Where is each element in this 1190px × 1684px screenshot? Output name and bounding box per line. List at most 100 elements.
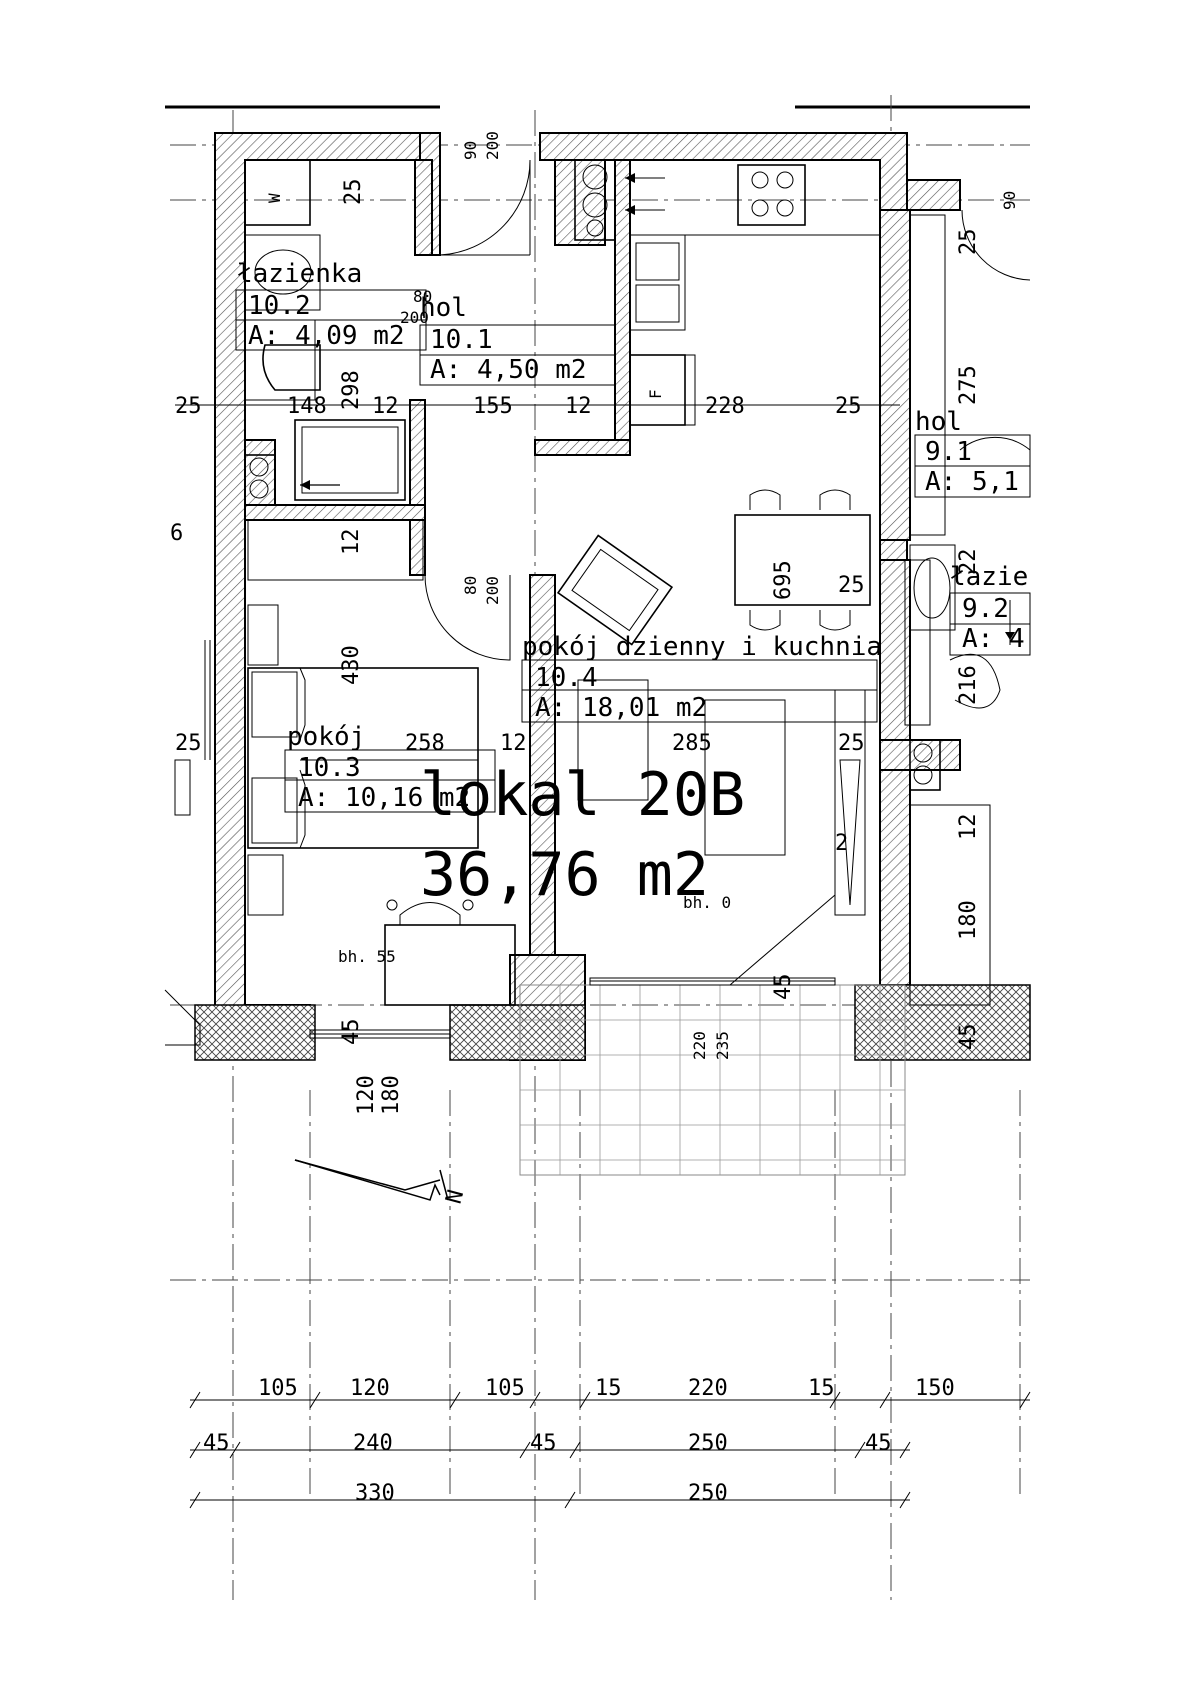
dim-v-right-6: 45	[956, 1024, 981, 1051]
room-10-4-name: pokój dzienny i kuchnia	[522, 632, 882, 662]
kitchen-sink	[629, 234, 686, 331]
dim-b3-1: 250	[688, 1481, 728, 1506]
dim-v-left-5: 120	[354, 1075, 379, 1115]
sill-height-bedroom: bh. 55	[338, 947, 396, 966]
dim-h-3: 155	[473, 394, 513, 419]
dim-b2-2: 45	[530, 1431, 557, 1456]
washing-machine-label: W	[265, 193, 284, 203]
dim-v-mid-3: 235	[713, 1031, 732, 1060]
dim-h-4: 12	[565, 394, 592, 419]
north-label: N	[442, 1187, 470, 1206]
dim-misc-7: 2	[835, 831, 848, 856]
dim-v-right-1: 275	[956, 365, 981, 405]
dim-h-6: 25	[835, 394, 862, 419]
dim-misc-1: 258	[405, 731, 445, 756]
fridge-label: F	[646, 389, 665, 399]
door-h-5: 200	[400, 308, 429, 327]
dim-v-left-3: 430	[339, 645, 364, 685]
dim-misc-2: 12	[500, 731, 527, 756]
room-10-4-area: A: 18,01 m2	[535, 693, 707, 723]
dim-h-0: 25	[175, 394, 202, 419]
dim-v-left-1: 298	[339, 370, 364, 410]
dining-set	[734, 489, 871, 631]
room-10-2-number: 10.2	[248, 291, 311, 321]
room-9-2-number: 9.2	[962, 594, 1009, 624]
washing-machine	[244, 159, 311, 226]
dim-b1-2: 105	[485, 1376, 525, 1401]
room-9-1-area: A: 5,1	[925, 467, 1019, 497]
door-h-4: 80	[413, 287, 432, 306]
bathroom-fixtures	[244, 159, 406, 506]
door-swings	[424, 159, 1031, 661]
counter-top	[629, 159, 881, 236]
dim-h-2: 12	[372, 394, 399, 419]
balcony-walls	[194, 984, 1031, 1061]
dimension-lines	[175, 404, 1031, 1509]
dim-v-right-2: 22	[956, 549, 981, 576]
vent-left	[244, 454, 276, 506]
cooktop	[737, 164, 806, 226]
armchair	[556, 534, 674, 646]
room-10-1-number: 10.1	[430, 325, 493, 355]
dim-v-left-4: 45	[339, 1019, 364, 1046]
dim-b2-1: 240	[353, 1431, 393, 1456]
kitchen-fixtures	[574, 159, 881, 426]
toilet	[262, 344, 321, 391]
sink	[244, 234, 321, 311]
room-label-boxes	[235, 289, 1031, 813]
dim-v-right-5: 180	[956, 900, 981, 940]
unit-area: 36,76 m2	[420, 840, 709, 910]
dim-b3-0: 330	[355, 1481, 395, 1506]
room-9-1-number: 9.1	[925, 437, 972, 467]
room-10-3-area: A: 10,16 m2	[298, 783, 470, 813]
dim-v-left-0: 25	[341, 179, 366, 206]
bedroom-furniture	[247, 519, 516, 1006]
room-10-2-name: łazienka	[237, 259, 362, 289]
dim-v-mid-0: 695	[771, 560, 796, 600]
dim-b2-4: 45	[865, 1431, 892, 1456]
dim-b2-3: 250	[688, 1431, 728, 1456]
north-arrow-icon: N	[294, 1159, 470, 1207]
room-9-2-name: łazie	[950, 562, 1028, 592]
dim-v-left-6: 180	[379, 1075, 404, 1115]
door-h-3: 200	[483, 576, 502, 605]
dim-v-right-7: 90	[1000, 191, 1019, 210]
room-10-1-name: hol	[420, 293, 467, 323]
dim-v-right-4: 12	[956, 814, 981, 841]
dim-misc-0: 25	[175, 731, 202, 756]
dim-v-left-2: 12	[339, 529, 364, 556]
dim-v-right-3: 216	[956, 665, 981, 705]
shower	[294, 419, 406, 501]
dim-b1-4: 220	[688, 1376, 728, 1401]
dim-h-5: 228	[705, 394, 745, 419]
door-h-1: 200	[483, 131, 502, 160]
room-10-3-name: pokój	[287, 722, 365, 752]
dim-misc-4: 25	[838, 731, 865, 756]
desk	[384, 924, 516, 1006]
door-h-0: 90	[461, 141, 480, 160]
bed	[247, 667, 479, 849]
left-neighbour	[164, 640, 211, 1046]
room-10-4-number: 10.4	[535, 663, 598, 693]
dim-b1-0: 105	[258, 1376, 298, 1401]
room-10-3-number: 10.3	[298, 753, 361, 783]
door-h-2: 80	[461, 576, 480, 595]
dim-misc-3: 285	[672, 731, 712, 756]
dim-v-right-0: 25	[956, 229, 981, 256]
sill-height-living: bh. 0	[683, 893, 731, 912]
unit-name: lokal 20B	[420, 760, 745, 830]
dim-b2-0: 45	[203, 1431, 230, 1456]
balcony-grid	[519, 984, 906, 1176]
dim-h-1: 148	[287, 394, 327, 419]
room-10-2-area: A: 4,09 m2	[248, 321, 405, 351]
room-9-2-area: A: 4	[962, 624, 1025, 654]
room-9-1-name: hol	[915, 407, 962, 437]
neighbour-fixtures	[909, 214, 1015, 1006]
room-10-1-area: A: 4,50 m2	[430, 355, 587, 385]
dim-misc-5: 25	[838, 573, 865, 598]
dim-v-mid-4: 45	[771, 974, 796, 1001]
dim-b1-1: 120	[350, 1376, 390, 1401]
dim-b1-6: 150	[915, 1376, 955, 1401]
